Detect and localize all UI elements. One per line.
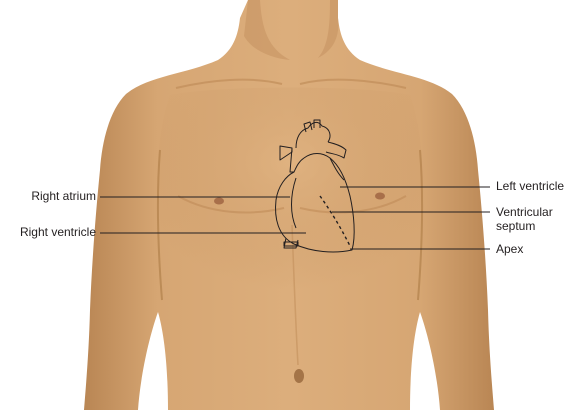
label-right-atrium: Right atrium — [16, 190, 96, 203]
label-left-ventricle: Left ventricle — [496, 180, 564, 193]
right-nipple — [214, 198, 224, 205]
label-apex: Apex — [496, 243, 523, 256]
left-nipple — [375, 193, 385, 200]
label-ventricular-septum-line1: Ventricular — [496, 206, 553, 219]
label-right-ventricle: Right ventricle — [4, 226, 96, 239]
label-ventricular-septum-line2: septum — [496, 220, 535, 233]
navel — [294, 369, 304, 383]
